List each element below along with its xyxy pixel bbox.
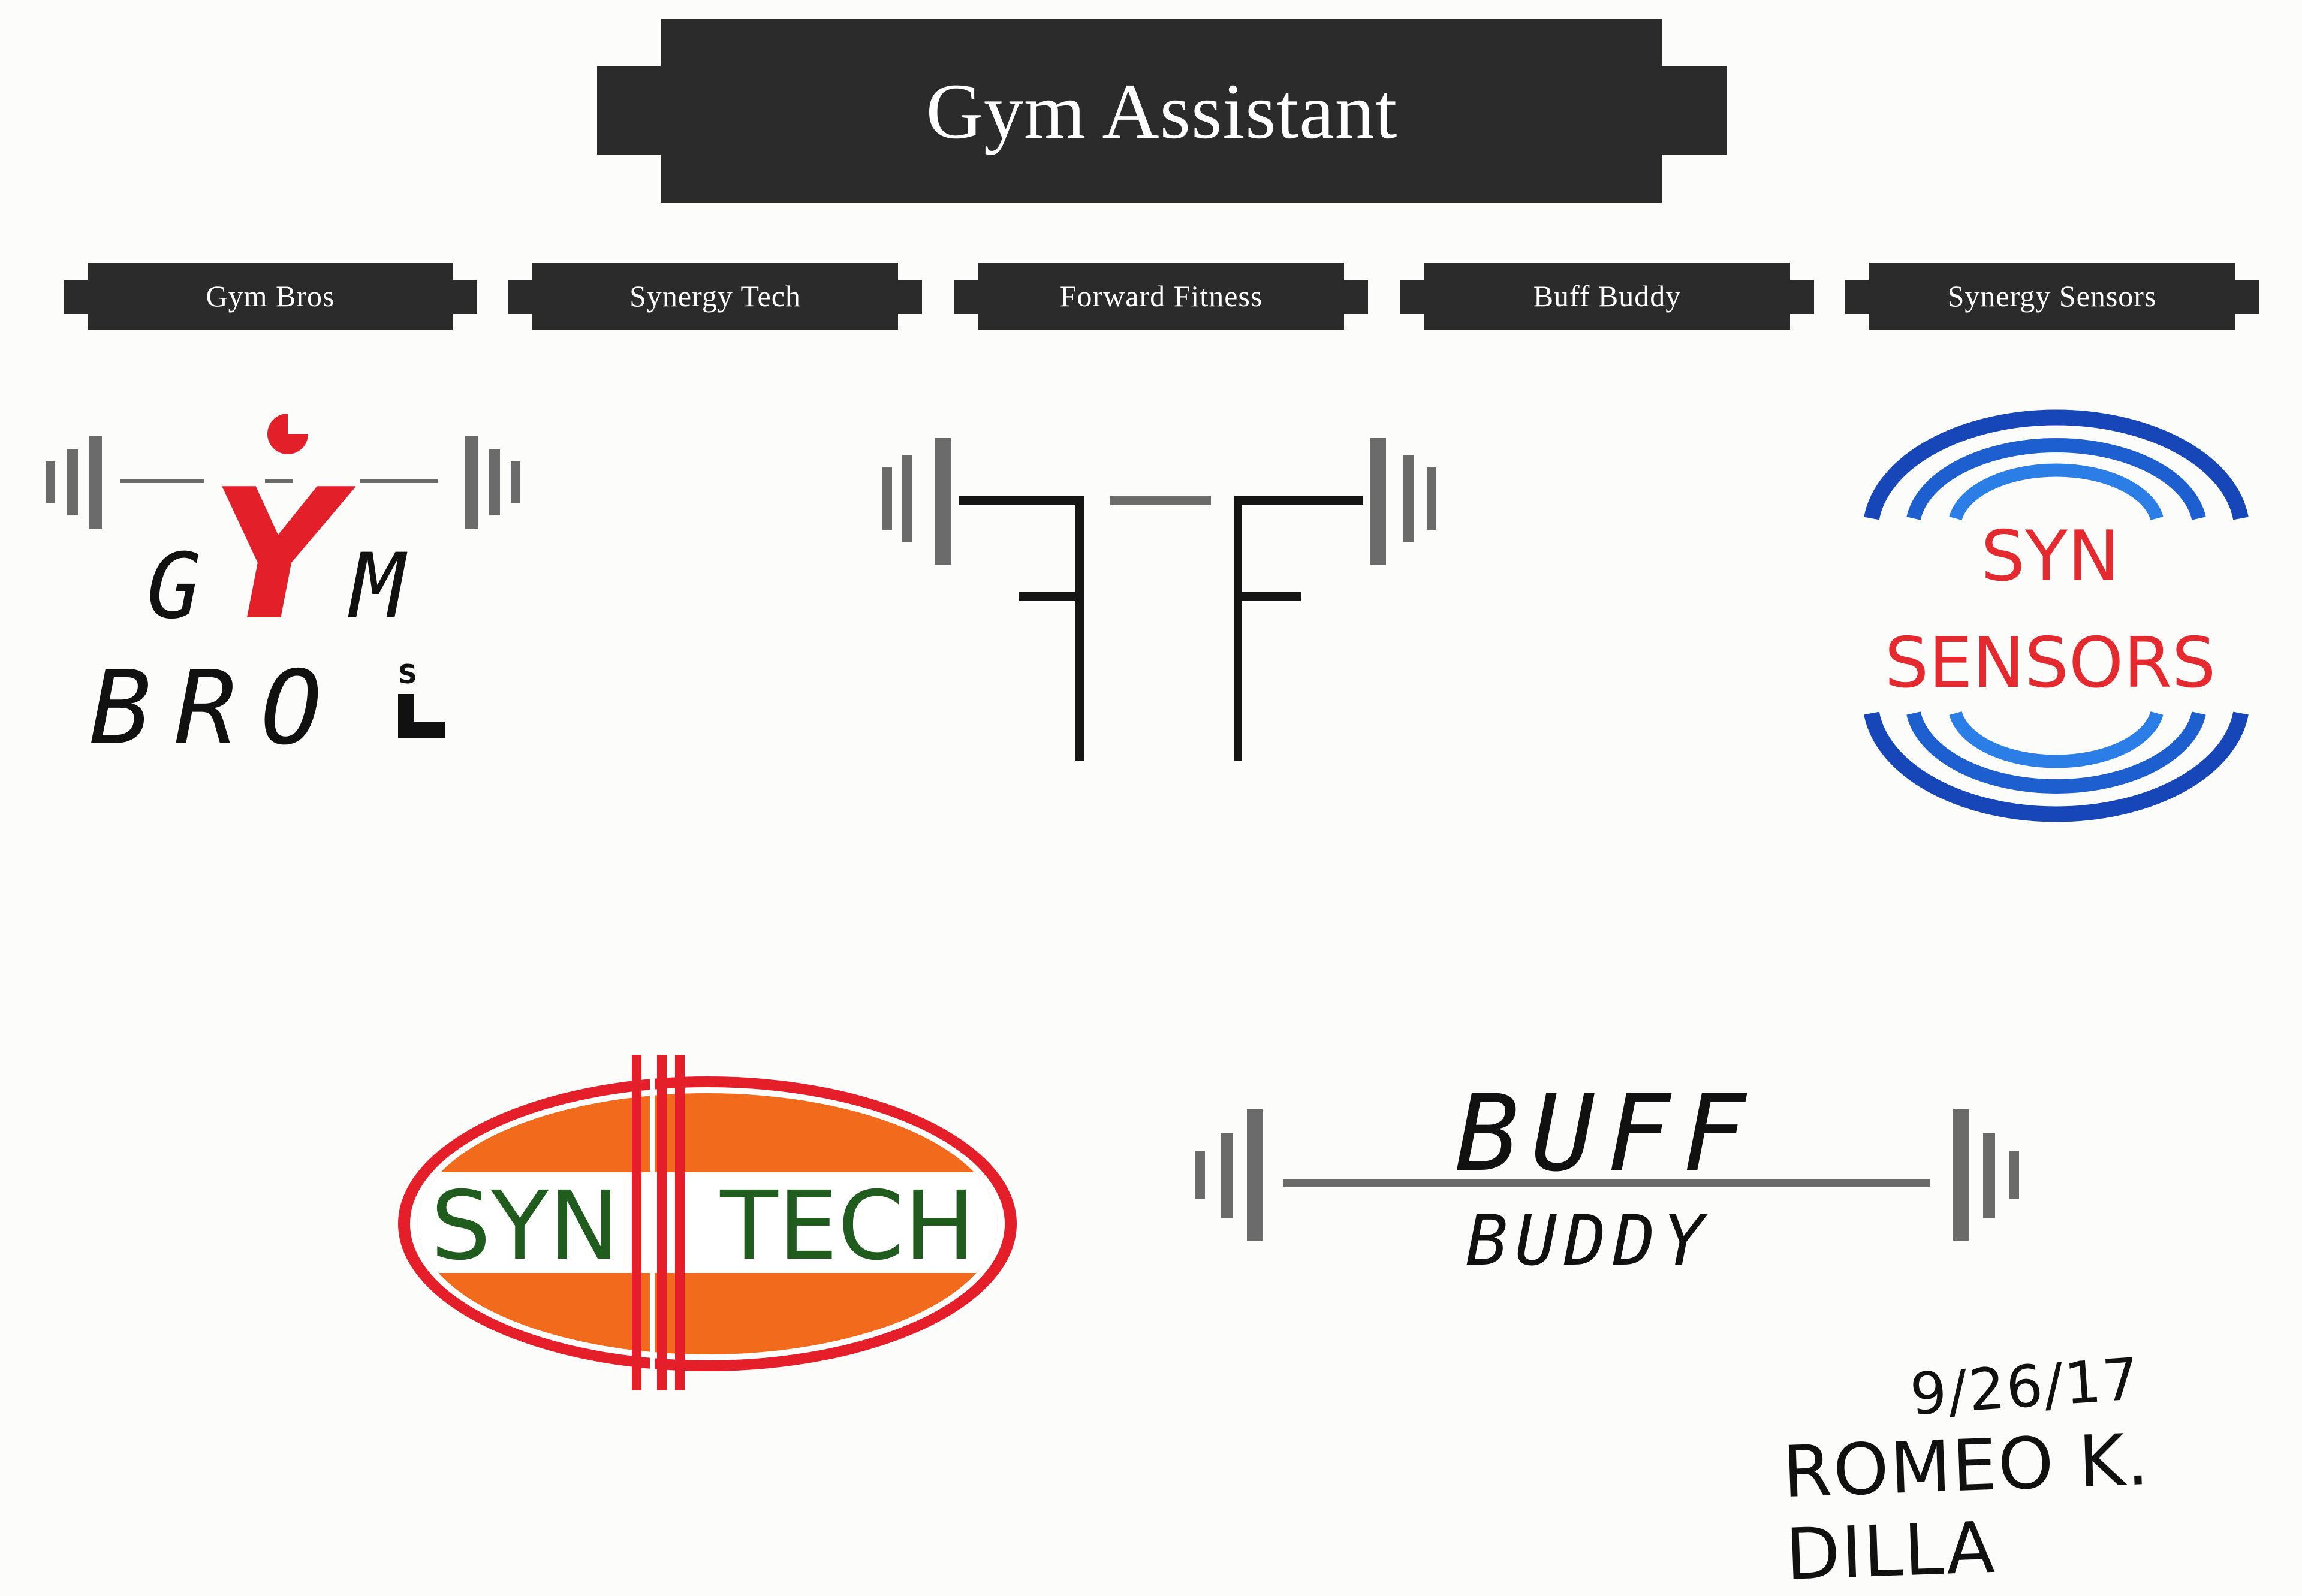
plate [2009, 1151, 2019, 1199]
syn-tech-left-text: SYN [431, 1171, 620, 1281]
nav-label-gym-bros[interactable]: Gym Bros [206, 279, 335, 313]
signature-date: 9/26/17 [1908, 1345, 2143, 1429]
gym-bros-letter-g: G [147, 535, 201, 639]
plate [67, 449, 78, 515]
syn-tech-stripe [675, 1055, 685, 1390]
sensor-arc-top-outer [1864, 409, 2249, 520]
plate [1370, 438, 1386, 565]
signature-name: ROMEO K. DILLA [1781, 1417, 2152, 1596]
plate [1427, 467, 1436, 530]
sensor-arc-bottom-inner [1949, 711, 2164, 768]
ff-right-top-stroke [1234, 496, 1363, 505]
plate [935, 438, 951, 565]
gym-bros-letter-m: M [348, 535, 408, 639]
plate [1247, 1109, 1263, 1241]
gym-bros-l-block [398, 694, 445, 738]
nav-label-synergy-tech[interactable]: Synergy Tech [629, 279, 801, 313]
plate [1403, 455, 1414, 542]
forward-fitness-logo [882, 438, 1436, 761]
sensor-arc-bottom-outer [1864, 711, 2249, 822]
ff-right-mid-stroke [1234, 592, 1301, 601]
sensor-arc-top-mid [1906, 438, 2206, 520]
syn-tech-white-band [417, 1172, 998, 1273]
plate [489, 449, 500, 515]
nav-buff-buddy[interactable]: Buff Buddy [1400, 263, 1814, 330]
nav-synergy-sensors[interactable]: Synergy Sensors [1845, 263, 2259, 330]
syn-tech-stripe [632, 1055, 641, 1390]
sensor-arc-bottom-mid [1906, 711, 2206, 794]
buff-buddy-line1: BUFF [1456, 1072, 1758, 1195]
syn-tech-right-text: TECH [719, 1171, 975, 1281]
plate [1221, 1133, 1233, 1218]
nav-forward-fitness[interactable]: Forward Fitness [954, 263, 1368, 330]
nav-gym-bros[interactable]: Gym Bros [64, 263, 477, 330]
bar-segment [120, 479, 204, 483]
syn-sensors-logo: SYN SENSORS [1864, 409, 2249, 822]
syn-sensors-line2: SENSORS [1885, 623, 2216, 704]
nav-label-synergy-sensors[interactable]: Synergy Sensors [1947, 279, 2157, 313]
syn-tech-stripe-gap [650, 1055, 655, 1390]
ff-left-mid-stroke [1019, 592, 1084, 601]
plate [511, 461, 520, 503]
buff-buddy-line2: BUDDY [1466, 1200, 1711, 1281]
title-banner-tall [661, 19, 1662, 203]
gym-bros-suffix: S [398, 659, 417, 690]
gym-bros-logo: Y G M BRO S [46, 414, 520, 768]
page-title-banner: Gym Assistant [597, 19, 1726, 203]
figure-head [267, 414, 308, 454]
plate [465, 436, 478, 529]
nav-synergy-tech[interactable]: Synergy Tech [508, 263, 922, 330]
plate [1195, 1151, 1205, 1199]
nav-bg-tall [978, 263, 1344, 330]
bar [1283, 1179, 1930, 1187]
syn-tech-logo: SYN TECH [398, 1055, 1017, 1390]
ff-right-stem [1234, 496, 1242, 761]
buff-buddy-logo: BUFF BUDDY [1195, 1072, 2019, 1281]
nav-bg-tall [1424, 263, 1790, 330]
plate [1983, 1133, 1995, 1218]
sensor-arc-top-inner [1949, 463, 2164, 521]
plate [46, 461, 55, 503]
syn-sensors-line1: SYN [1981, 516, 2119, 597]
syn-tech-stripe [657, 1055, 667, 1390]
plate [902, 455, 912, 542]
nav-bg-tall [88, 263, 453, 330]
nav-bg-tall [1869, 263, 2235, 330]
plate [882, 467, 892, 530]
ff-left-top-stroke [959, 496, 1084, 505]
plate [89, 436, 102, 529]
bar-segment [360, 479, 438, 483]
ff-left-stem [1075, 496, 1084, 761]
nav-bg-tall [532, 263, 898, 330]
nav-label-forward-fitness[interactable]: Forward Fitness [1059, 279, 1263, 313]
bar-segment [1110, 496, 1211, 505]
plate [1953, 1109, 1969, 1241]
nav-label-buff-buddy[interactable]: Buff Buddy [1533, 279, 1682, 313]
gym-bros-figure-letter: Y [210, 451, 357, 660]
gym-bros-line2: BRO [90, 649, 346, 768]
bar-segment [265, 479, 293, 483]
page-title: Gym Assistant [926, 67, 1398, 155]
